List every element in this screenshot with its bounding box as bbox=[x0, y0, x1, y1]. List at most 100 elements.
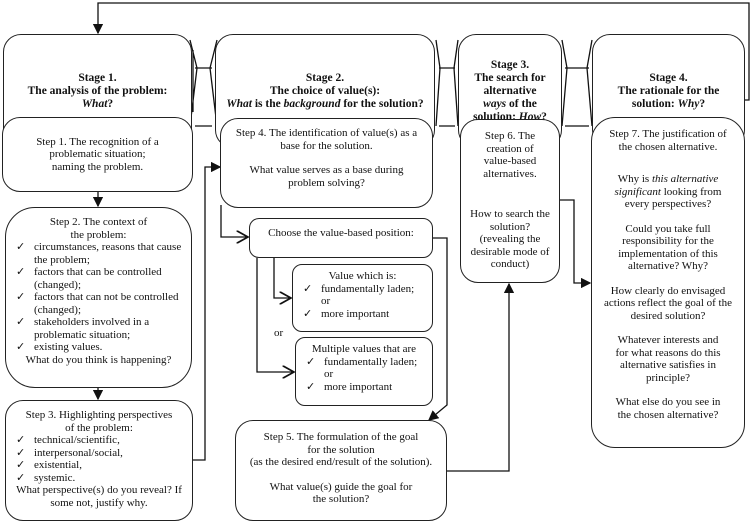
or-label: or bbox=[274, 327, 284, 339]
list-item-text: circumstances, reasons that cause the pr… bbox=[34, 241, 182, 266]
check-icon: ✓ bbox=[303, 282, 313, 295]
multiple-values-box: Multiple values that are ✓ fundamentally … bbox=[295, 337, 433, 406]
stage-2-q-background: background bbox=[283, 97, 341, 110]
step-7-q1-pre: Why is bbox=[617, 173, 652, 185]
step-4-question: What value serves as a base during probl… bbox=[249, 164, 404, 189]
list-item-text: factors that can not be controlled (chan… bbox=[34, 291, 179, 316]
list-item-text: existing values. bbox=[34, 341, 103, 353]
list-item: ✓interpersonal/social, bbox=[12, 447, 186, 460]
arrow-choose-step5 bbox=[428, 237, 448, 421]
arrow-step6-step7 bbox=[560, 199, 592, 289]
step-3-box: Step 3. Highlighting perspectives of the… bbox=[5, 400, 193, 521]
stage-connector-2-3 bbox=[435, 39, 459, 127]
arrow-step3-step4 bbox=[193, 161, 222, 461]
single-value-box: Value which is: ✓ fundamentally laden; or… bbox=[292, 264, 433, 332]
step-5-box: Step 5. The formulation of the goal for … bbox=[235, 420, 447, 521]
step-2-box: Step 2. The context of the problem: ✓ cir… bbox=[5, 207, 192, 388]
stage-3-q-end: ? bbox=[541, 110, 547, 123]
check-icon: ✓ bbox=[16, 316, 26, 328]
check-icon: ✓ bbox=[303, 307, 313, 320]
step-3-question: What perspective(s) do you reveal? If so… bbox=[16, 484, 182, 509]
step-2-list: ✓ circumstances, reasons that cause the p… bbox=[12, 241, 185, 354]
step-7-question-3: How clearly do envisaged actions reflect… bbox=[604, 284, 732, 322]
stage-3-label: Stage 3. bbox=[490, 58, 530, 71]
list-item: ✓ more important bbox=[299, 308, 426, 321]
stage-1-label: Stage 1. bbox=[78, 71, 117, 84]
multiple-values-list: ✓ fundamentally laden; or ✓ more important bbox=[302, 356, 426, 394]
step-7-title: Step 7. The justification of the chosen … bbox=[609, 128, 727, 153]
list-item: ✓ fundamentally laden; or bbox=[302, 356, 426, 381]
step-2-question: What do you think is happening? bbox=[25, 353, 172, 366]
stage-4-q-end: ? bbox=[699, 97, 706, 110]
step-1-text: Step 1. The recognition of a problematic… bbox=[36, 135, 159, 173]
check-icon: ✓ bbox=[16, 341, 26, 353]
step-3-list: ✓technical/scientific,✓interpersonal/soc… bbox=[12, 434, 186, 484]
stage-2-q-mid: is the bbox=[251, 97, 284, 110]
arrow-choose-single bbox=[273, 258, 291, 298]
step-5-question: What value(s) guide the goal for the sol… bbox=[269, 480, 413, 506]
arrow-step5-step6 bbox=[447, 282, 515, 472]
single-value-list: ✓ fundamentally laden; or ✓ more important bbox=[299, 283, 426, 321]
list-item: ✓ stakeholders involved in a problematic … bbox=[12, 316, 185, 341]
list-item: ✓ factors that can be controlled (changed… bbox=[12, 266, 185, 291]
list-item: ✓systemic. bbox=[12, 472, 186, 485]
check-icon: ✓ bbox=[16, 471, 26, 484]
step-1-box: Step 1. The recognition of a problematic… bbox=[2, 117, 193, 192]
step-7-question-2: Could you take full responsibility for t… bbox=[618, 222, 718, 273]
check-icon: ✓ bbox=[16, 266, 26, 278]
stage-3-ways: ways bbox=[483, 97, 507, 110]
list-item: ✓ fundamentally laden; or bbox=[299, 283, 426, 308]
stage-2-q-what: What bbox=[226, 97, 252, 110]
stage-4-title-text: The rationale for the solution: bbox=[617, 84, 720, 110]
step-6-question: How to search the solution? (revealing t… bbox=[470, 208, 550, 270]
check-icon: ✓ bbox=[306, 355, 316, 368]
single-value-title: Value which is: bbox=[328, 270, 397, 282]
list-item-text: fundamentally laden; or bbox=[324, 355, 418, 381]
step-2-title: Step 2. The context of the problem: bbox=[49, 216, 148, 241]
stage-1-question-word: What bbox=[81, 97, 108, 110]
list-item: ✓ circumstances, reasons that cause the p… bbox=[12, 241, 185, 266]
list-item-text: existential, bbox=[34, 459, 82, 471]
stage-2-question: What is the background for the solution? bbox=[222, 98, 428, 111]
list-item-text: factors that can be controlled (changed)… bbox=[34, 266, 162, 291]
choose-position-text: Choose the value-based position: bbox=[268, 227, 414, 239]
stage-2-label: Stage 2. bbox=[305, 71, 345, 84]
list-item-text: technical/scientific, bbox=[34, 434, 120, 446]
step-6-box: Step 6. The creation of value-based alte… bbox=[460, 119, 560, 283]
list-item-text: fundamentally laden; or bbox=[321, 282, 415, 308]
stage-1-question: What? bbox=[10, 98, 185, 111]
step-4-title: Step 4. The identification of value(s) a… bbox=[235, 127, 418, 152]
list-item-text: interpersonal/social, bbox=[34, 446, 123, 459]
list-item: ✓ existing values. bbox=[12, 341, 185, 354]
check-icon: ✓ bbox=[306, 380, 316, 393]
list-item-text: more important bbox=[321, 307, 390, 320]
stage-4-label: Stage 4. bbox=[649, 71, 688, 84]
choose-position-box: Choose the value-based position: bbox=[249, 218, 433, 258]
stage-4-why: Why bbox=[677, 97, 700, 110]
step-7-question-5: What else do you see in the chosen alter… bbox=[615, 396, 721, 421]
step-7-box: Step 7. The justification of the chosen … bbox=[591, 117, 745, 448]
step-7-question-1: Why is this alternative significant look… bbox=[604, 173, 732, 211]
check-icon: ✓ bbox=[16, 291, 26, 303]
check-icon: ✓ bbox=[16, 459, 26, 471]
arrow-choose-multiple bbox=[256, 258, 294, 372]
multiple-values-title: Multiple values that are bbox=[311, 343, 417, 355]
stage-1-question-end: ? bbox=[107, 97, 114, 110]
list-item-text: more important bbox=[324, 380, 393, 393]
check-icon: ✓ bbox=[16, 241, 26, 253]
list-item: ✓ factors that can not be controlled (cha… bbox=[12, 291, 185, 316]
step-6-title: Step 6. The creation of value-based alte… bbox=[483, 130, 537, 180]
stage-1-title: The analysis of the problem: bbox=[27, 84, 168, 97]
step-7-question-4: Whatever interests and for what reasons … bbox=[615, 334, 721, 384]
list-item: ✓ more important bbox=[302, 381, 426, 394]
step-7-q1-post: looking from every perspectives? bbox=[624, 185, 722, 211]
stage-connector-3-4 bbox=[561, 39, 593, 127]
list-item-text: stakeholders involved in a problematic s… bbox=[34, 316, 150, 341]
stage-connector-1-2 bbox=[189, 39, 218, 127]
stage-2-title: The choice of value(s): bbox=[269, 84, 381, 97]
step-4-box: Step 4. The identification of value(s) a… bbox=[220, 118, 433, 208]
step-5-subtitle: (as the desired end/result of the soluti… bbox=[249, 456, 433, 468]
list-item: ✓ existential, bbox=[12, 459, 186, 472]
arrow-step4-choose bbox=[220, 205, 248, 237]
